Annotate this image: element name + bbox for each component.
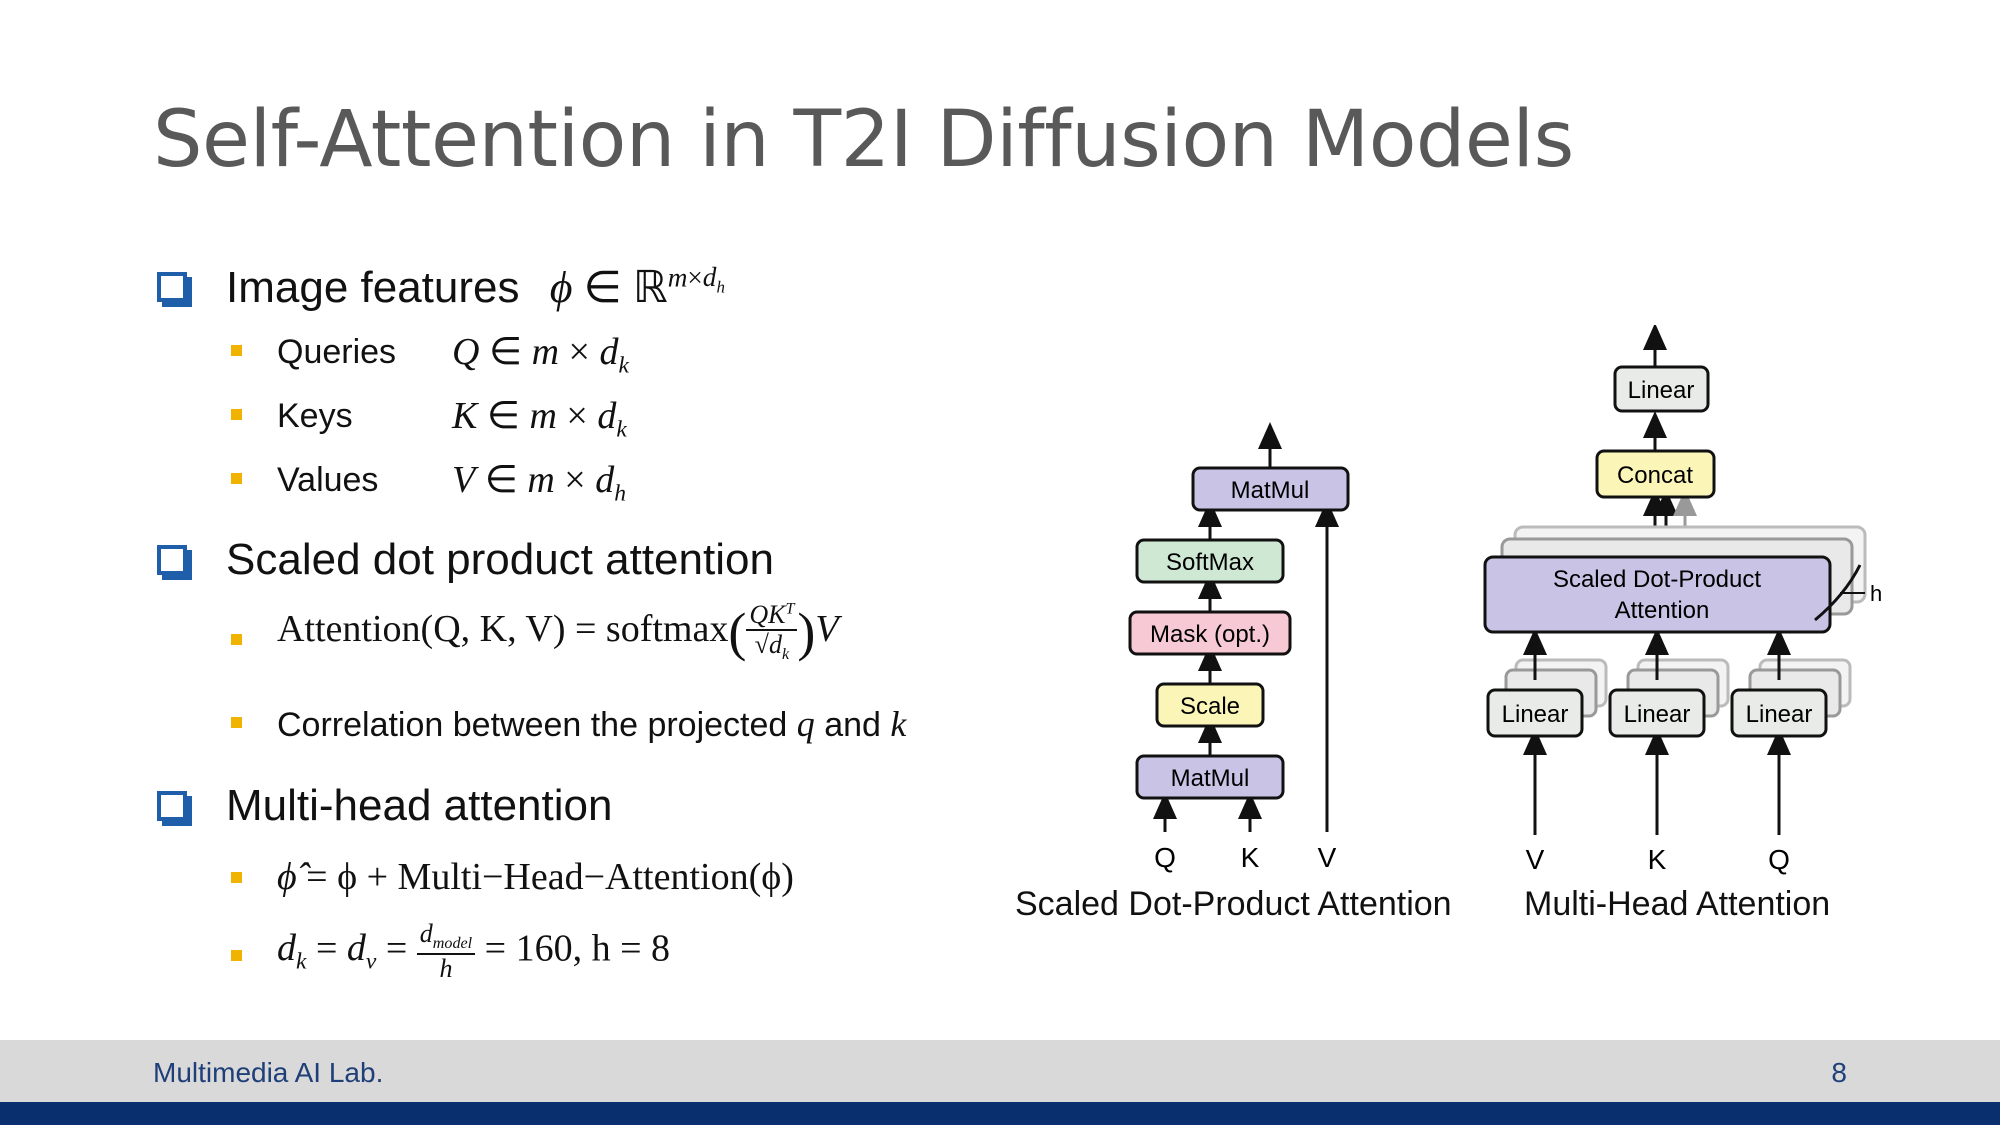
small-bullet-icon	[231, 409, 242, 420]
mh-linear-v-box	[1486, 688, 1584, 738]
small-bullet-icon	[231, 717, 242, 728]
dk-equation: = 160, h = 8	[484, 927, 671, 970]
scale-box	[1155, 682, 1265, 728]
concat-box	[1595, 449, 1716, 499]
mask-box	[1128, 610, 1292, 656]
matmul-top-box	[1191, 466, 1350, 512]
sdpa-label-line2: Attention	[1615, 597, 1710, 624]
mh-linear-k-box	[1608, 688, 1706, 738]
multihead-caption: Multi-Head Attention	[1524, 885, 1831, 923]
multi-head-diagram: Linear Concat Scaled Dot-Product Attenti…	[1483, 325, 1882, 875]
queries-label: Queries	[277, 333, 397, 371]
softmax-box	[1135, 538, 1285, 584]
square-bullet-icon	[157, 272, 187, 302]
correlation-label: Correlation between the projected	[277, 706, 788, 744]
attention-lhs: Attention(Q, K, V) = softmax	[277, 607, 729, 650]
small-bullet-icon	[231, 473, 242, 484]
bullet-image-features: Image features ϕ ∈ ℝm×dh	[226, 262, 725, 313]
multi-head-heading: Multi-head attention	[226, 781, 613, 830]
concat-label: Concat	[1617, 462, 1693, 489]
small-bullet-icon	[231, 950, 242, 961]
sdpa-label-line1: Scaled Dot-Product	[1553, 566, 1761, 593]
mh-linear-top-box	[1613, 365, 1710, 413]
mh-linear-top-label: Linear	[1628, 377, 1695, 404]
input-v: V	[1318, 842, 1337, 873]
scaled-dot-heading: Scaled dot product attention	[226, 535, 774, 584]
keys-label: Keys	[277, 397, 353, 435]
mh-input-q: Q	[1768, 844, 1790, 875]
image-features-label: Image features	[226, 263, 520, 312]
scaled-dot-product-diagram: MatMul SoftMax Mask (opt.) Scale MatMul …	[1128, 422, 1350, 873]
values-formula: V ∈ m × dh	[452, 459, 626, 507]
mask-label: Mask (opt.)	[1150, 621, 1270, 648]
small-bullet-icon	[231, 634, 242, 645]
scaled-caption: Scaled Dot-Product Attention	[1015, 885, 1452, 923]
mh-input-v: V	[1526, 844, 1545, 875]
correlation-text: Correlation between the projected q and …	[277, 704, 907, 744]
input-q: Q	[1154, 842, 1176, 873]
square-bullet-icon	[157, 545, 187, 575]
mh-linear-q-label: Linear	[1746, 701, 1813, 728]
values-label: Values	[277, 461, 379, 499]
mh-linear-q-box	[1730, 688, 1828, 738]
keys-formula: K ∈ m × dk	[452, 395, 627, 443]
mh-linear-v-label: Linear	[1502, 701, 1569, 728]
mh-linear-k-label: Linear	[1624, 701, 1691, 728]
small-bullet-icon	[231, 872, 242, 883]
matmul-bottom-box	[1135, 754, 1285, 800]
input-k: K	[1241, 842, 1260, 873]
mha-equation: = ϕ + Multi−Head−Attention(ϕ)	[306, 856, 794, 898]
and-word: and	[824, 706, 881, 744]
sdpa-box	[1483, 555, 1832, 634]
footer-lab-name: Multimedia AI Lab.	[153, 1057, 384, 1088]
footer-band	[0, 1040, 2000, 1102]
image-features-formula: ϕ ∈ ℝm×dh	[549, 262, 725, 312]
page-number: 8	[1831, 1057, 1847, 1088]
mha-formula: ϕ̂ = ϕ + Multi−Head−Attention(ϕ)	[277, 856, 794, 898]
matmul-bottom-label: MatMul	[1171, 765, 1250, 792]
footer-bar	[0, 1102, 2000, 1125]
softmax-label: SoftMax	[1166, 549, 1254, 576]
attention-formula: Attention(Q, K, V) = softmax(QKT√dk)V	[277, 599, 839, 664]
queries-formula: Q ∈ m × dk	[452, 331, 629, 379]
slide-title: Self-Attention in T2I Diffusion Models	[153, 95, 1574, 185]
matmul-top-label: MatMul	[1231, 477, 1310, 504]
scale-label: Scale	[1180, 693, 1240, 720]
mh-input-k: K	[1648, 844, 1667, 875]
square-bullet-icon	[157, 791, 187, 821]
small-bullet-icon	[231, 345, 242, 356]
h-label: h	[1870, 581, 1882, 606]
